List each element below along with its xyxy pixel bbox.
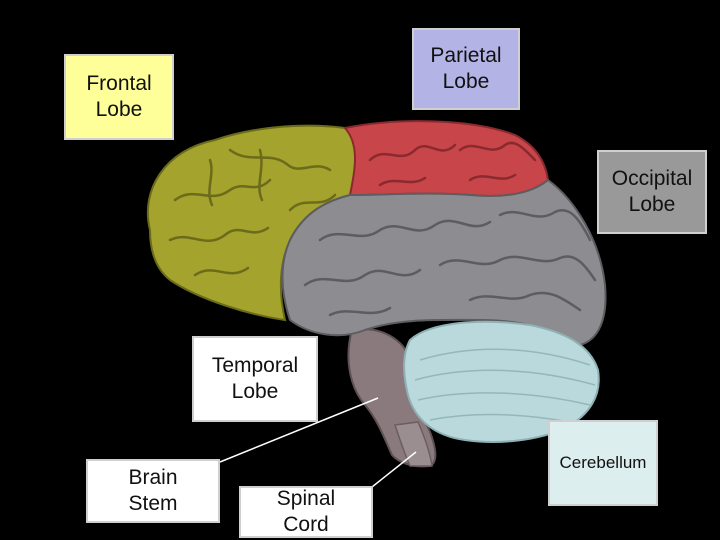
temporal-lobe-label: Temporal Lobe — [192, 336, 318, 422]
frontal-gyri — [168, 148, 337, 277]
parietal-lobe-region — [343, 120, 550, 198]
parietal-gyri — [368, 141, 537, 187]
parietal-lobe-label: Parietal Lobe — [412, 28, 520, 110]
occipital-temporal-gyri — [303, 209, 597, 317]
cerebellum-label: Cerebellum — [548, 420, 658, 506]
frontal-lobe-label: Frontal Lobe — [64, 54, 174, 140]
cerebellum-folia — [414, 348, 596, 423]
occipital-lobe-label: Occipital Lobe — [597, 150, 707, 234]
spinal-cord-leader-line — [371, 451, 417, 488]
brain-stem-leader-line — [219, 397, 379, 463]
spinal-cord-region — [394, 421, 433, 467]
brain-stem-label: Brain Stem — [86, 459, 220, 523]
spinal-cord-label: Spinal Cord — [239, 486, 373, 538]
